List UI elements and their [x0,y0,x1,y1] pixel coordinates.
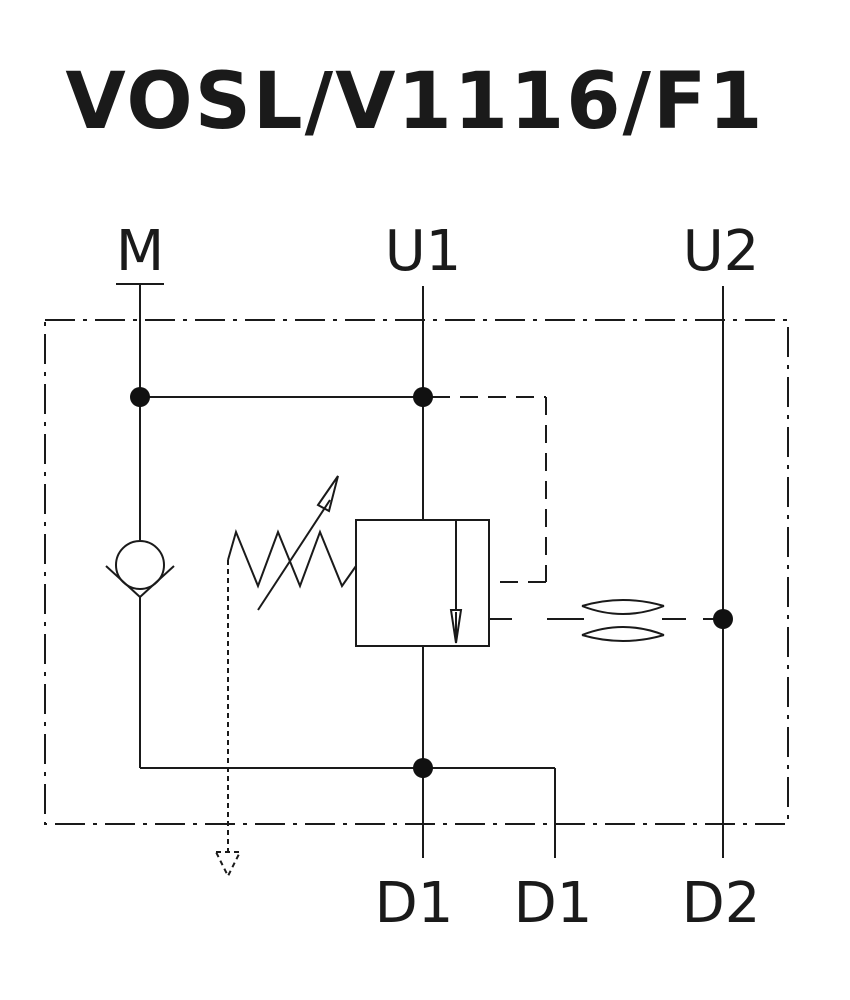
valve-body-icon [355,519,490,647]
diagram-title: VOSL/V1116/F1 [65,57,764,147]
port-label-d2: D2 [682,871,761,936]
adjustable-spring-icon [227,475,357,611]
port-label-u1: U1 [385,219,462,284]
port-label-u2: U2 [683,219,760,284]
junction-dot [413,758,433,778]
throttle-orifice-icon [581,599,665,642]
port-label-m: M [116,219,164,284]
port-label-d1-left: D1 [375,871,454,936]
junction-dot [413,387,433,407]
drain-arrow-icon [214,851,242,879]
port-label-d1-right: D1 [514,871,593,936]
junction-dot [130,387,150,407]
valve-enclosure-boundary [44,319,789,825]
junction-dot [713,609,733,629]
check-valve-icon [105,540,175,598]
junction-dots [130,387,733,778]
pilot-line [432,396,547,583]
